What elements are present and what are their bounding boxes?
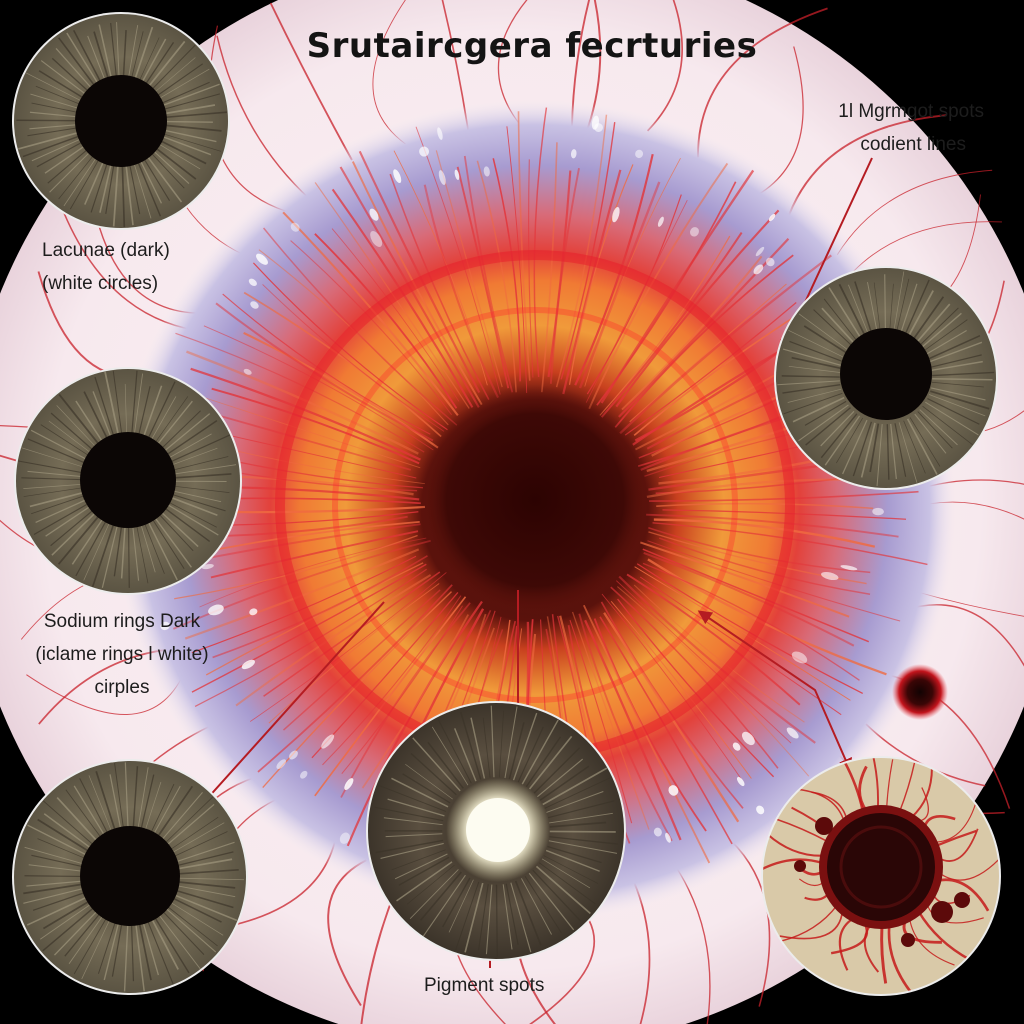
label-sodium-rings: Sodium rings Dark (iclame rings l white)… <box>22 605 222 704</box>
pupil <box>417 385 653 615</box>
iris-dark-pupil-icon <box>80 432 176 528</box>
detail-bottom-right <box>761 756 1001 996</box>
iris-dark-pupil-icon <box>840 328 932 420</box>
red-spot-icon <box>892 664 948 720</box>
label-lacunae-line1: Lacunae (dark) <box>42 240 170 261</box>
detail-right <box>774 266 998 490</box>
label-magnet-line2: codient lines <box>860 134 966 155</box>
detail-top-left <box>12 12 230 230</box>
detail-center <box>366 701 626 961</box>
iris-dark-pupil-icon <box>80 826 180 926</box>
label-sodium-line3: cirples <box>94 677 150 698</box>
label-pigment-spots: Pigment spots <box>424 975 545 996</box>
label-sodium-line1: Sodium rings Dark <box>43 611 201 632</box>
label-lacunae-line2: (white circles) <box>42 273 159 294</box>
diagram-title: Srutaircgera fecrturies <box>306 26 758 66</box>
label-magnet-spots: 1l Mgrmgot spots codient lines <box>838 95 984 161</box>
arrow-bottom-left <box>186 601 385 823</box>
detail-bottom-left <box>12 759 248 995</box>
red-pigment-iris-icon <box>827 813 935 921</box>
label-magnet-line1: 1l Mgrmgot spots <box>838 101 984 122</box>
label-sodium-line2: (iclame rings l white) <box>35 644 209 665</box>
arrow-bottom-right <box>697 610 852 773</box>
iris-dark-pupil-icon <box>75 75 167 167</box>
label-lacunae: Lacunae (dark) (white circles) <box>42 234 170 300</box>
detail-mid-left <box>14 367 242 595</box>
